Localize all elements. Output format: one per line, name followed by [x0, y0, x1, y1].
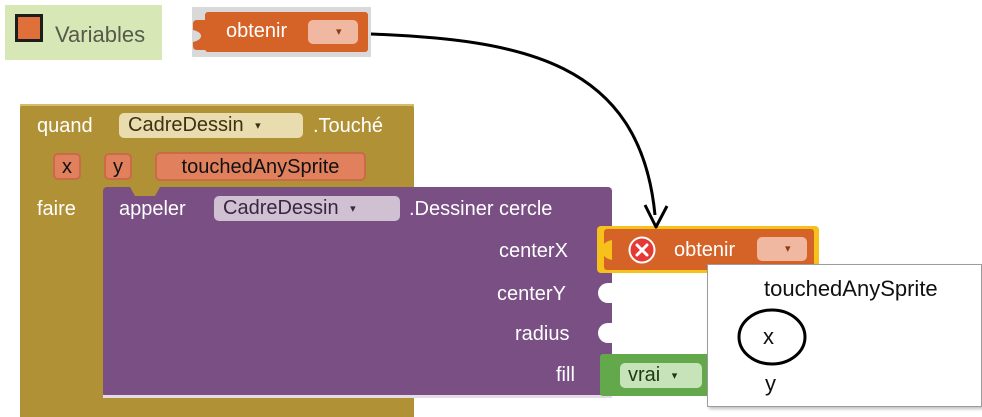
variable-dropdown-menu — [707, 264, 982, 407]
logic-value-dropdown[interactable]: vrai ▾ — [620, 363, 702, 388]
arg-label-radius: radius — [515, 323, 570, 345]
getter-variable-dropdown[interactable]: ▾ — [308, 20, 358, 44]
annotation-circle — [737, 308, 807, 366]
statement-notch — [130, 187, 160, 196]
error-icon[interactable] — [628, 236, 656, 264]
annotation-arrow — [370, 32, 657, 216]
event-component-dropdown[interactable]: CadreDessin ▾ — [119, 113, 303, 138]
menu-item-y[interactable]: y — [765, 371, 776, 396]
chevron-down-icon: ▾ — [785, 243, 791, 255]
chevron-down-icon: ▾ — [350, 203, 356, 216]
variables-color-swatch-icon — [15, 14, 43, 42]
arg-label-fill: fill — [556, 364, 575, 386]
annotation-arrowhead-icon — [643, 204, 669, 229]
event-param-x[interactable]: x — [53, 153, 81, 180]
arg-label-centerx: centerX — [499, 240, 568, 262]
radius-socket[interactable] — [598, 323, 612, 343]
call-block-shadow — [103, 395, 612, 398]
event-param-touchedanysprite[interactable]: touchedAnySprite — [155, 152, 366, 181]
arg-label-centery: centerY — [497, 283, 566, 305]
event-name: .Touché — [313, 115, 384, 137]
chevron-down-icon: ▾ — [255, 120, 261, 133]
menu-item-x[interactable]: x — [763, 324, 774, 349]
chevron-down-icon: ▾ — [671, 370, 678, 383]
selected-getter-dropdown[interactable]: ▾ — [757, 237, 807, 261]
centery-socket[interactable] — [598, 283, 612, 303]
event-block-highlight — [20, 104, 414, 106]
selected-getter-label: obtenir — [674, 239, 736, 261]
getter-output-tab — [193, 20, 207, 50]
call-method-name: .Dessiner cercle — [409, 198, 553, 220]
fill-socket[interactable] — [602, 366, 612, 386]
event-do-label: faire — [37, 198, 76, 220]
event-keyword: quand — [37, 115, 93, 137]
call-component-dropdown[interactable]: CadreDessin ▾ — [214, 196, 400, 221]
getter-block-label: obtenir — [226, 20, 288, 42]
chevron-down-icon: ▾ — [336, 26, 342, 38]
event-component-label: CadreDessin — [128, 114, 244, 136]
draw-circle-call-block[interactable] — [103, 187, 612, 397]
menu-item-touchedanysprite[interactable]: touchedAnySprite — [764, 276, 938, 301]
logic-value-label: vrai — [628, 364, 661, 386]
call-keyword: appeler — [119, 198, 186, 220]
event-param-y[interactable]: y — [104, 153, 132, 180]
call-component-label: CadreDessin — [223, 197, 339, 219]
variables-category-label: Variables — [55, 22, 146, 47]
centerx-socket[interactable] — [602, 240, 612, 260]
